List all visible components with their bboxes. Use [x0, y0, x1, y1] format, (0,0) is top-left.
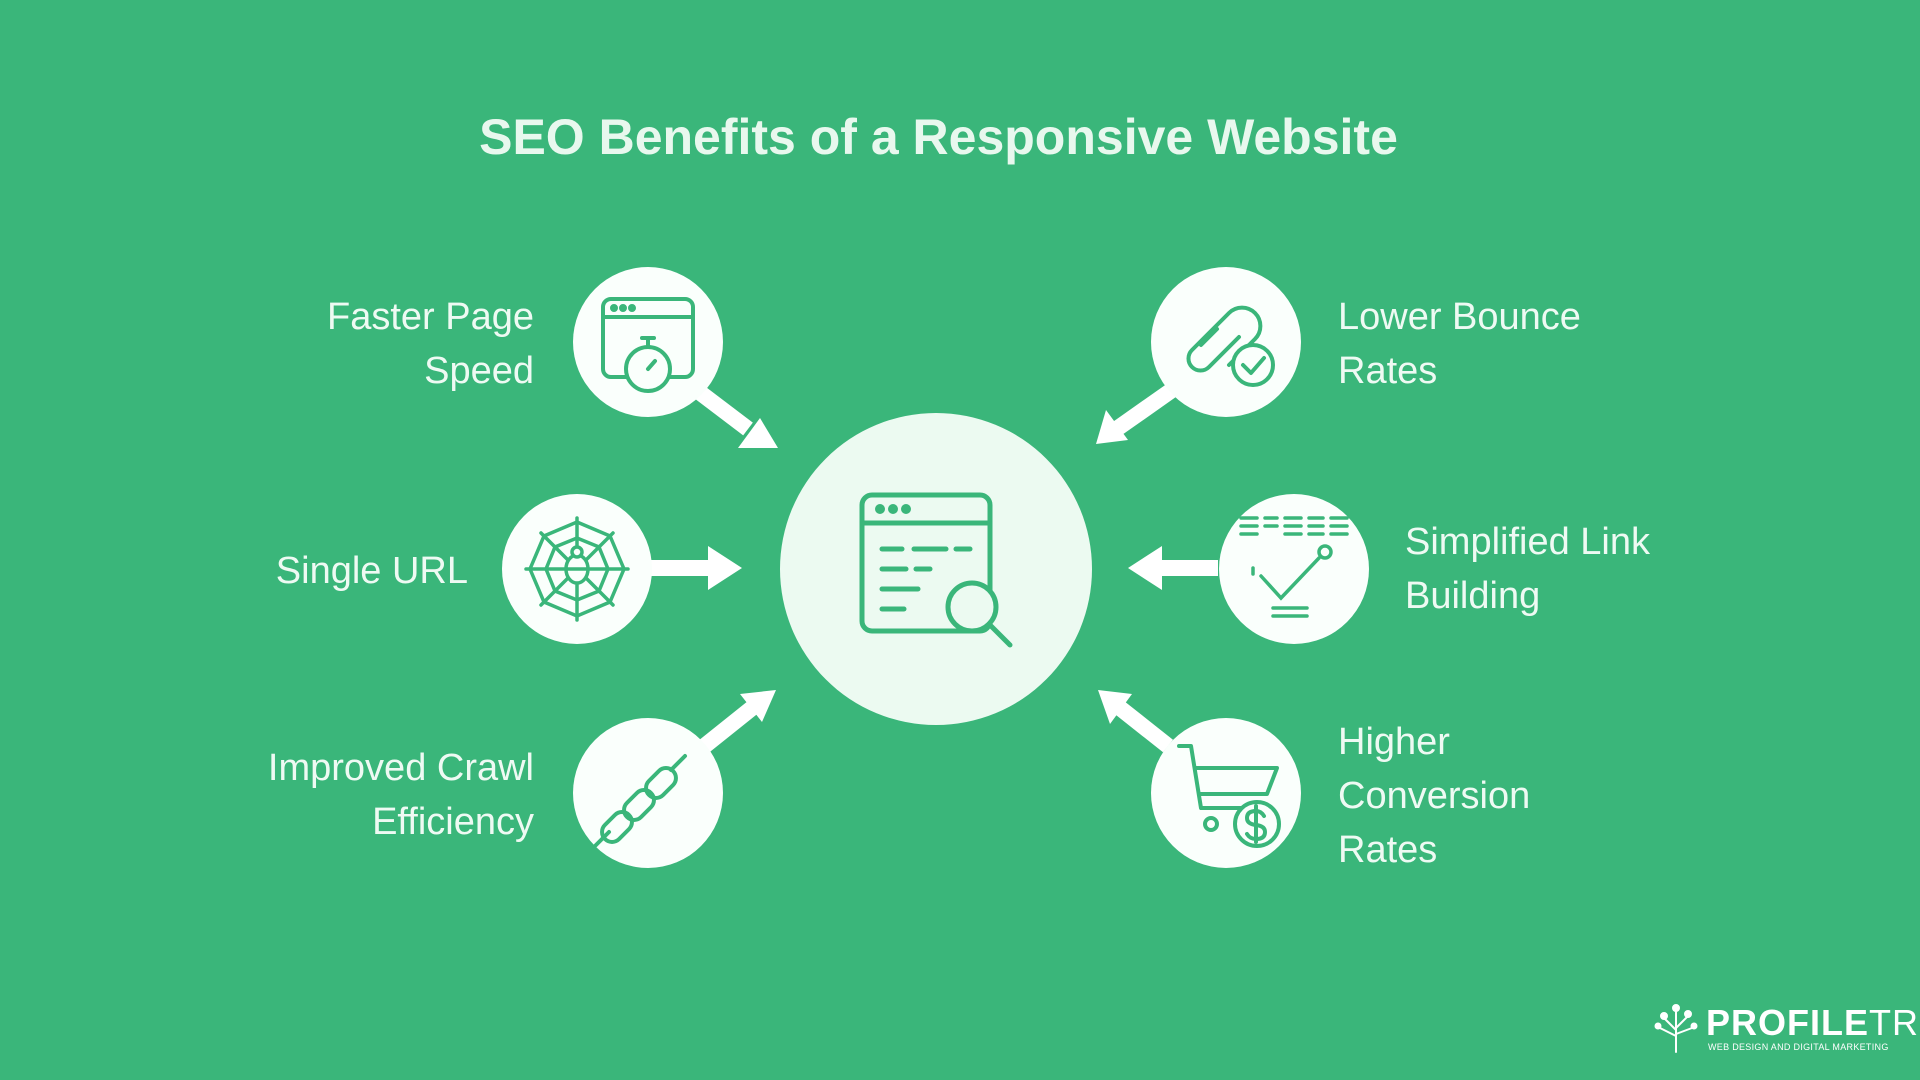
- single-url-node: [502, 494, 652, 644]
- arrow-single-url: [650, 546, 742, 590]
- simplified-link-node: [1219, 494, 1369, 644]
- higher-conversion-label: Higher Conversion Rates: [1338, 721, 1531, 871]
- brand-name: PROFILETREE: [1706, 1002, 1920, 1043]
- faster-page-speed-node: [573, 267, 723, 417]
- chain-link-icon: [593, 754, 687, 848]
- arrow-lower-bounce: [1096, 383, 1177, 444]
- arrow-simplified-link: [1128, 546, 1218, 590]
- tree-logo-icon: [1654, 1004, 1698, 1053]
- page-title: SEO Benefits of a Responsive Website: [479, 109, 1398, 165]
- brand-tagline: WEB DESIGN AND DIGITAL MARKETING: [1708, 1042, 1889, 1052]
- center-circle: [780, 413, 1092, 725]
- simplified-link-label: Simplified Link Building: [1405, 521, 1650, 617]
- single-url-label: Single URL: [275, 550, 468, 592]
- lower-bounce-label: Lower Bounce Rates: [1338, 296, 1581, 392]
- paperclip-check-icon: [1186, 305, 1275, 387]
- faster-page-speed-label: Faster Page Speed: [327, 296, 534, 392]
- spider-web-icon: [524, 516, 630, 622]
- arrow-improved-crawl: [697, 690, 776, 755]
- stopwatch-icon: [601, 297, 695, 393]
- link-graph-icon: [1239, 516, 1349, 618]
- cart-dollar-icon: [1177, 744, 1281, 848]
- arrow-higher-conversion: [1098, 690, 1173, 753]
- improved-crawl-label: Improved Crawl Efficiency: [267, 747, 534, 843]
- brand-logo: PROFILETREE WEB DESIGN AND DIGITAL MARKE…: [1652, 1002, 1920, 1054]
- browser-search-icon: [859, 492, 1013, 648]
- higher-conversion-node: [1151, 718, 1301, 868]
- lower-bounce-node: [1151, 267, 1301, 417]
- improved-crawl-node: [573, 718, 723, 868]
